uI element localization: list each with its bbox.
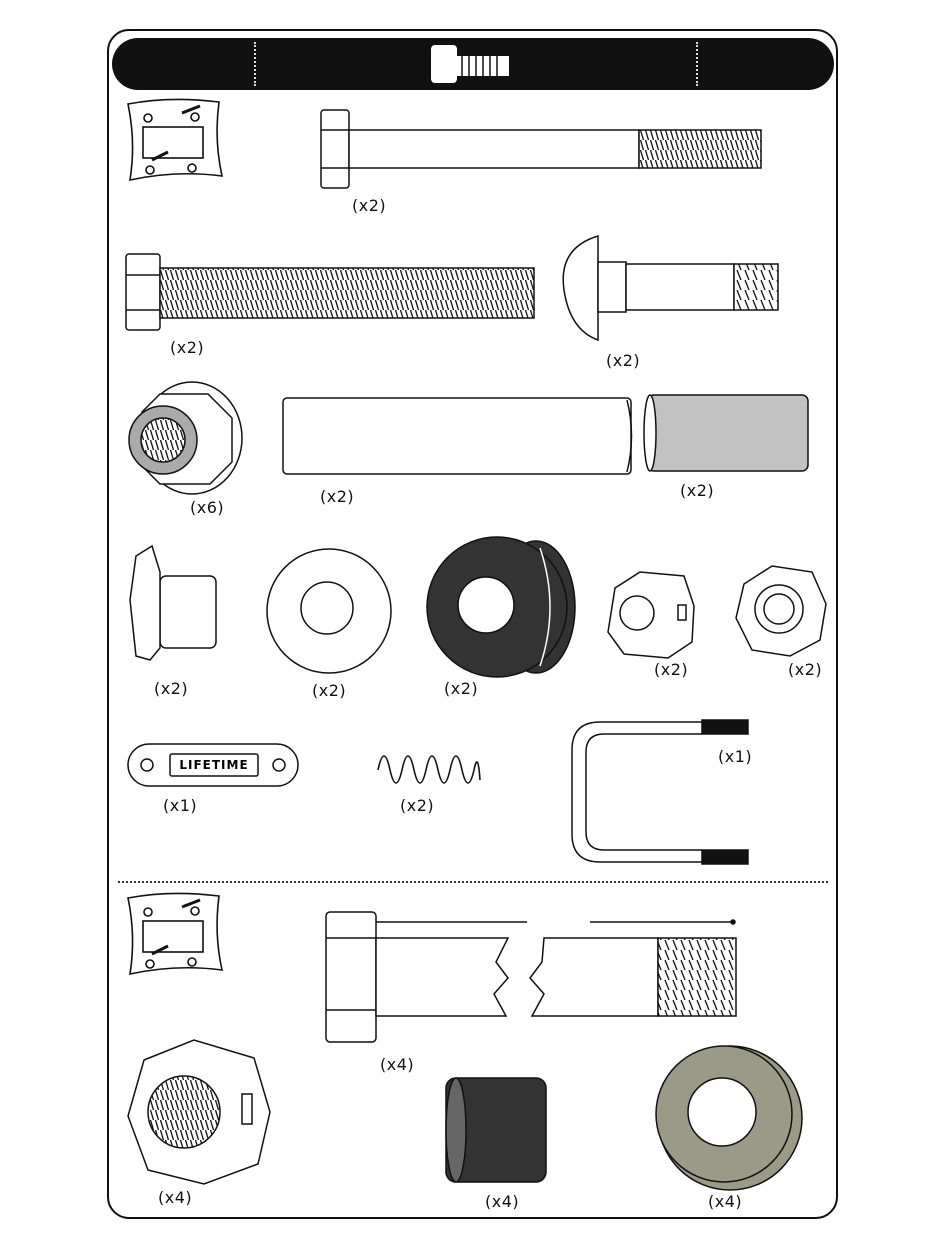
qty-logo-plate: (x1) bbox=[163, 796, 197, 815]
part-spring bbox=[378, 756, 480, 783]
part-u-bolt bbox=[572, 720, 748, 864]
part-spacer-tube-gray bbox=[644, 395, 808, 471]
qty-spacer-tube-long: (x2) bbox=[320, 487, 354, 506]
part-hex-nut bbox=[736, 566, 826, 656]
qty-carriage-bolt: (x2) bbox=[606, 351, 640, 370]
part-threaded-bolt-long bbox=[126, 254, 534, 330]
hardware-pack-icon-top bbox=[128, 99, 222, 180]
part-spacer-tube-long bbox=[283, 398, 632, 474]
part-large-hex-nut bbox=[128, 1040, 270, 1184]
part-hex-bolt-large bbox=[326, 912, 736, 1042]
qty-rubber-washer: (x2) bbox=[444, 679, 478, 698]
qty-flat-washer: (x2) bbox=[312, 681, 346, 700]
part-hex-nut-slotted bbox=[608, 572, 694, 658]
hardware-pack-icon-bottom bbox=[128, 893, 222, 974]
qty-threaded-bolt-long: (x2) bbox=[170, 338, 204, 357]
part-gray-washer bbox=[656, 1046, 802, 1190]
qty-u-bolt: (x1) bbox=[718, 747, 752, 766]
part-lock-nut bbox=[129, 382, 242, 494]
part-flange-bushing bbox=[130, 546, 216, 660]
part-rubber-washer bbox=[427, 537, 575, 677]
qty-lock-nut: (x6) bbox=[190, 498, 224, 517]
part-black-spacer bbox=[446, 1078, 546, 1182]
qty-black-spacer: (x4) bbox=[485, 1192, 519, 1211]
part-hex-bolt-short bbox=[321, 110, 761, 188]
qty-spring: (x2) bbox=[400, 796, 434, 815]
section-divider bbox=[118, 881, 828, 883]
logo-plate-text: LIFETIME bbox=[172, 756, 256, 774]
qty-gray-washer: (x4) bbox=[708, 1192, 742, 1211]
qty-hex-bolt-large: (x4) bbox=[380, 1055, 414, 1074]
part-carriage-bolt bbox=[563, 236, 778, 340]
bolt-icon bbox=[431, 45, 509, 83]
part-flat-washer bbox=[267, 549, 391, 673]
qty-large-hex-nut: (x4) bbox=[158, 1188, 192, 1207]
qty-hex-nut-slotted: (x2) bbox=[654, 660, 688, 679]
qty-flange-bushing: (x2) bbox=[154, 679, 188, 698]
qty-spacer-tube-gray: (x2) bbox=[680, 481, 714, 500]
qty-hex-nut: (x2) bbox=[788, 660, 822, 679]
qty-hex-bolt-short: (x2) bbox=[352, 196, 386, 215]
